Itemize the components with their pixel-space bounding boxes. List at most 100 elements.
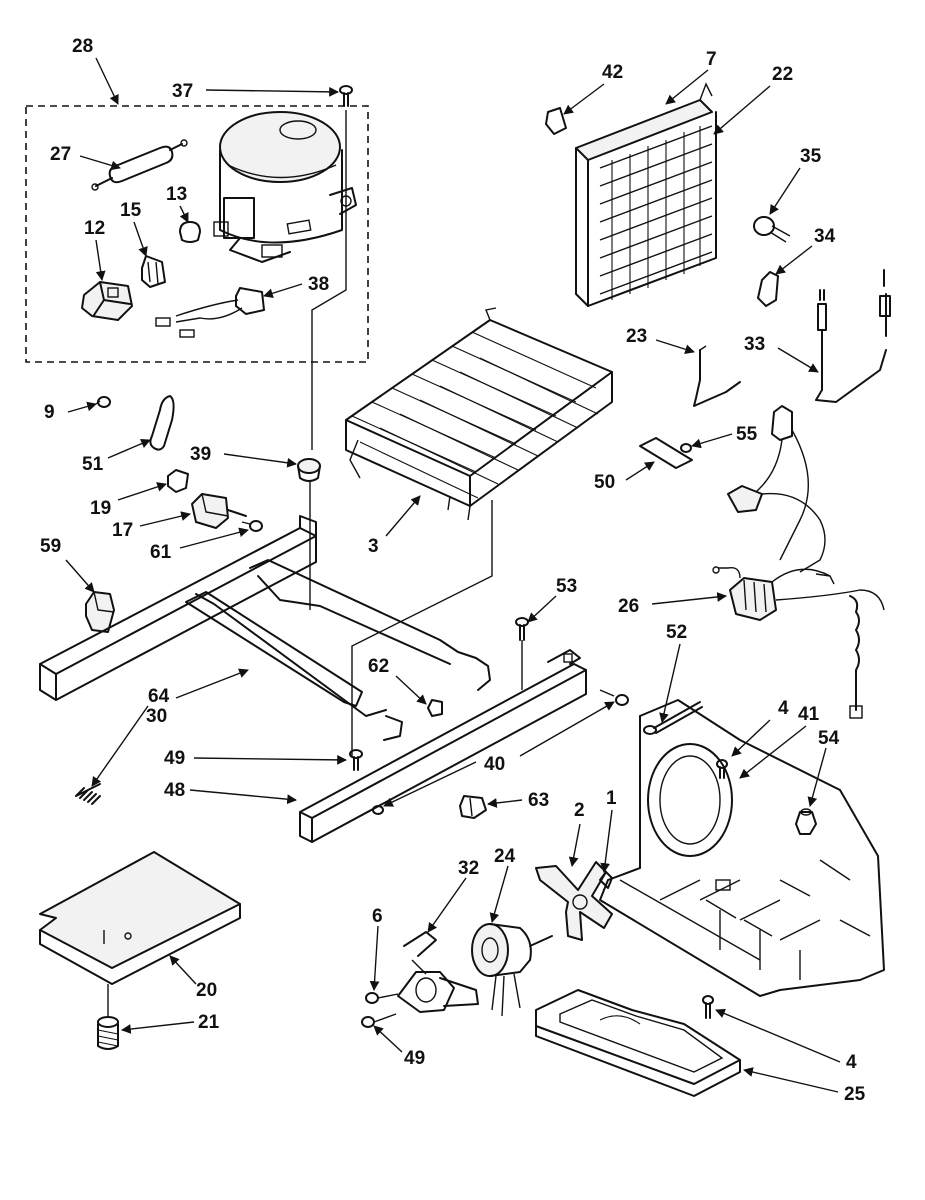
screw-49b-part — [361, 1013, 397, 1028]
callout-37: 37 — [172, 81, 193, 102]
leader-2 — [568, 823, 581, 867]
fan-blade-2-part — [535, 861, 613, 941]
motor-24-part — [471, 923, 553, 1017]
callout-30: 30 — [146, 706, 167, 727]
leader-19 — [117, 482, 167, 501]
harness-38-part — [155, 287, 265, 338]
screw-37-part — [339, 85, 353, 107]
leader-55 — [691, 433, 733, 449]
leader-27 — [79, 155, 121, 171]
leader-38 — [263, 283, 303, 299]
plug-9-part — [95, 396, 111, 408]
leader-9 — [67, 401, 97, 413]
callout-42: 42 — [602, 62, 623, 83]
callout-7: 7 — [706, 49, 717, 70]
callout-54: 54 — [818, 728, 840, 749]
leader-24 — [489, 865, 509, 923]
leader-52 — [659, 643, 681, 723]
leader-32 — [427, 877, 467, 933]
part-34 — [757, 271, 779, 307]
compressor-part — [213, 111, 357, 263]
leader-6 — [369, 925, 380, 991]
leader-41 — [739, 725, 807, 779]
clip-42-part — [545, 107, 567, 135]
part-50 — [639, 437, 693, 469]
tube-51-part — [149, 395, 175, 451]
leader-25 — [743, 1067, 839, 1093]
callout-15: 15 — [120, 200, 142, 221]
overload-15-part — [141, 255, 166, 288]
callout-19: 19 — [90, 498, 111, 519]
cap-13-part — [179, 221, 201, 243]
callout-51: 51 — [82, 454, 104, 475]
part-19 — [167, 469, 189, 493]
callout-40: 40 — [484, 754, 505, 775]
callout-4b: 4 — [846, 1052, 857, 1073]
callout-53: 53 — [556, 576, 577, 597]
part-17 — [191, 493, 247, 529]
callout-48: 48 — [164, 780, 185, 801]
callout-55: 55 — [736, 424, 758, 445]
leader-50 — [625, 461, 655, 481]
bracket-23-part — [693, 345, 741, 407]
drain-pan-25-part — [535, 989, 741, 1097]
leader-40b — [519, 701, 615, 757]
wiring-harness-26-part — [712, 405, 885, 719]
base-rails-30-part — [39, 515, 491, 741]
leader-30 — [175, 668, 249, 699]
callout-64: 64 — [148, 686, 170, 707]
callout-39: 39 — [190, 444, 211, 465]
callout-24: 24 — [494, 846, 516, 867]
callout-27: 27 — [50, 144, 71, 165]
leader-35 — [769, 167, 801, 215]
leader-26 — [651, 592, 727, 605]
callout-41: 41 — [798, 704, 820, 725]
callout-50: 50 — [594, 472, 615, 493]
foot-21-part — [97, 1016, 119, 1050]
leader-37 — [205, 86, 339, 97]
screw-4b-part — [702, 995, 714, 1019]
leader-54 — [807, 747, 827, 807]
callout-4a: 4 — [778, 698, 789, 719]
leader-40a — [383, 761, 477, 807]
callout-32: 32 — [458, 858, 479, 879]
mount-32-part — [397, 931, 479, 1013]
leader-17 — [139, 511, 191, 527]
leader-22 — [713, 85, 771, 135]
callout-35: 35 — [800, 146, 822, 167]
leader-34 — [775, 245, 813, 275]
guide-line-3 — [351, 500, 493, 756]
leader-7 — [665, 69, 709, 105]
callout-26: 26 — [618, 596, 639, 617]
leader-4a — [731, 719, 771, 757]
callout-59: 59 — [40, 536, 61, 557]
leader-63 — [487, 798, 523, 808]
screw-40-part — [372, 689, 629, 815]
leader-28 — [95, 57, 119, 105]
heater-33-part — [815, 269, 891, 403]
callout-13: 13 — [166, 184, 187, 205]
callout-28: 28 — [72, 36, 93, 57]
part-62 — [427, 699, 443, 717]
screw-4a-part — [716, 759, 728, 779]
leader-21 — [121, 1021, 195, 1034]
callout-25: 25 — [844, 1084, 866, 1105]
callout-38: 38 — [308, 274, 329, 295]
clip-1-part — [599, 871, 613, 889]
leader-64 — [91, 705, 149, 787]
leader-12 — [95, 239, 106, 281]
part-35 — [753, 216, 791, 243]
pad-20-part — [39, 851, 241, 985]
callout-52: 52 — [666, 622, 687, 643]
callout-6: 6 — [372, 906, 383, 927]
leader-39 — [223, 453, 297, 468]
leader-48 — [189, 789, 297, 805]
screw-52-part — [643, 701, 703, 735]
callout-22: 22 — [772, 64, 793, 85]
condenser-3-part — [345, 307, 613, 521]
guide-line-1 — [311, 110, 347, 450]
callout-12: 12 — [84, 218, 105, 239]
compressor-group-outline — [25, 105, 369, 363]
callout-1: 1 — [606, 788, 617, 809]
